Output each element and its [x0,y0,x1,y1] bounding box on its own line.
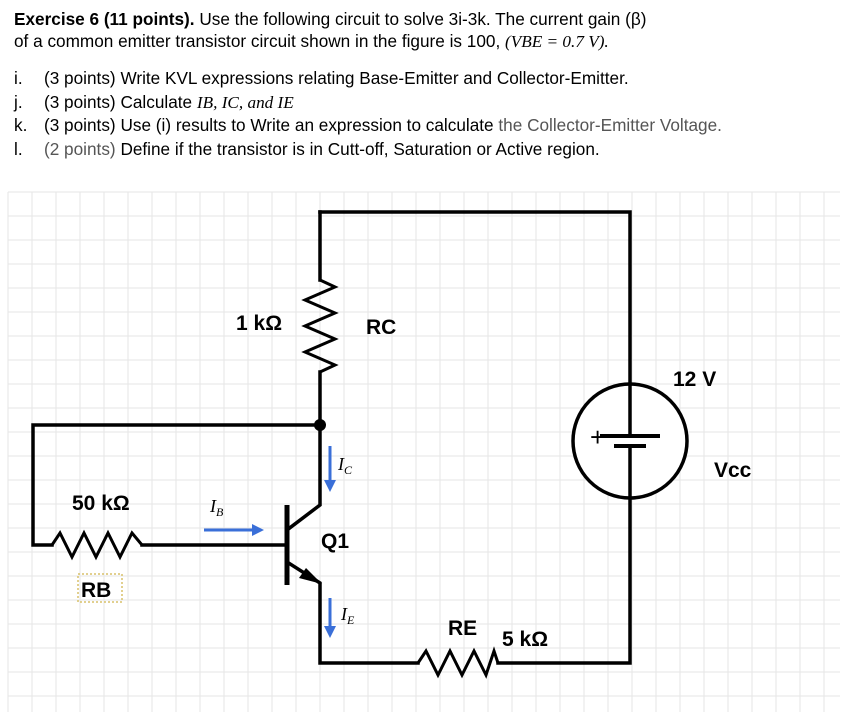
wire-top [318,210,632,403]
rc-resistor-symbol [301,278,339,374]
wires [31,210,632,665]
ib-arrow-head [252,524,264,536]
question-text: Define if the transistor is in Cutt-off,… [120,138,600,159]
grid [7,191,840,712]
re-resistor-symbol [416,646,500,679]
re-name-label: RE [448,617,477,640]
exercise-text: Exercise 6 (11 points). Use the followin… [14,8,839,161]
exercise-title: Exercise 6 (11 points). [14,9,195,29]
question-body: (3 points) Use (i) results to Write an e… [44,114,722,138]
question-l: l. (2 points) Define if the transistor i… [14,138,839,162]
question-text: Use (i) results to Write an expression t… [120,115,494,135]
question-points: (2 points) [44,138,116,159]
rb-name-frame [77,573,123,603]
exercise-intro: Use the following circuit to solve 3i-3k… [199,9,647,29]
ie-label: IE [340,604,355,627]
exercise-intro-2: of a common emitter transistor circuit s… [14,31,501,51]
wire-collector [284,423,322,533]
vcc-plus-sign: + [590,422,605,452]
transistor-label: Q1 [321,530,349,553]
rb-resistor-symbol [50,529,144,561]
exercise-line-1: Exercise 6 (11 points). Use the followin… [14,8,839,30]
ib-label: IB [209,496,224,519]
question-body: (2 points) Define if the transistor is i… [44,138,600,162]
wire-re-right [496,480,632,665]
question-marker: k. [14,115,28,135]
ic-arrow-head [324,480,336,492]
rb-value-label: 50 kΩ [72,492,130,515]
question-marker: l. [14,138,23,159]
question-math: IB, IC, and IE [196,92,294,112]
question-points: (3 points) [44,68,116,88]
rc-name-label: RC [366,316,396,339]
vcc-name-label: Vcc [714,459,752,482]
question-text-highlight: the Collector-Emitter Voltage. [498,115,722,135]
vcc-value-label: 12 V [673,368,716,391]
question-text: Write KVL expressions relating Base-Emit… [120,68,629,88]
exercise-line-2: of a common emitter transistor circuit s… [14,30,839,53]
question-marker: i. [14,68,23,88]
question-text: Calculate [120,91,193,112]
vcc-source [571,382,689,500]
re-value-label: 5 kΩ [502,628,548,651]
question-list: i. (3 points) Write KVL expressions rela… [14,67,839,161]
rc-value-label: 1 kΩ [236,312,282,335]
ie-arrow-head [324,626,336,638]
question-points: (3 points) [44,91,116,112]
question-marker: j. [14,91,23,112]
wire-feedback [31,423,322,547]
question-body: (3 points) Write KVL expressions relatin… [44,67,629,91]
question-i: i. (3 points) Write KVL expressions rela… [14,67,839,91]
vbe-expression: (VBE = 0.7 V). [505,32,609,51]
emitter-arrow [299,568,322,584]
junction-dot [314,419,326,431]
question-j: j. (3 points) Calculate IB, IC, and IE [14,91,839,115]
question-k: k. (3 points) Use (i) results to Write a… [14,114,839,138]
question-body: (3 points) Calculate IB, IC, and IE [44,91,294,115]
rb-name-label: RB [81,579,111,602]
current-arrows [204,446,336,638]
question-points: (3 points) [44,115,116,135]
ic-label: IC [337,454,353,477]
